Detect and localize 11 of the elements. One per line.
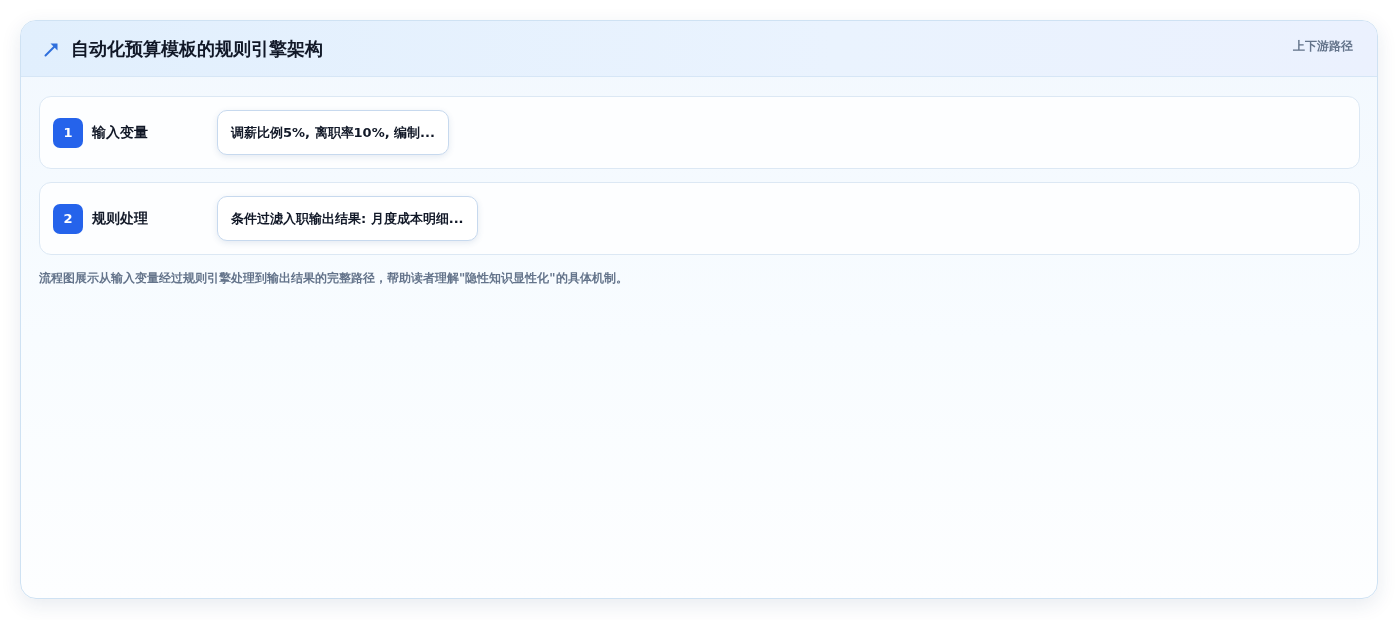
step-row bbox=[39, 182, 1360, 255]
step-number-badge: 1 bbox=[53, 118, 83, 148]
caption-text: 流程图展示从输入变量经过规则引擎处理到输出结果的完整路径，帮助读者理解"隐性知识显性化"的具体机制。 bbox=[39, 270, 628, 286]
step-row bbox=[39, 96, 1360, 169]
tag-text: 上下游路径 bbox=[1293, 38, 1353, 54]
step-label: 规则处理 bbox=[92, 209, 148, 228]
step-number-badge: 2 bbox=[53, 204, 83, 234]
step-label: 输入变量 bbox=[92, 123, 148, 142]
value-chip: 条件过滤入职输出结果: 月度成本明细... bbox=[217, 196, 478, 241]
value-chip: 调薪比例5%, 离职率10%, 编制... bbox=[217, 110, 449, 155]
diagram-title: 自动化预算模板的规则引擎架构 bbox=[71, 37, 323, 61]
